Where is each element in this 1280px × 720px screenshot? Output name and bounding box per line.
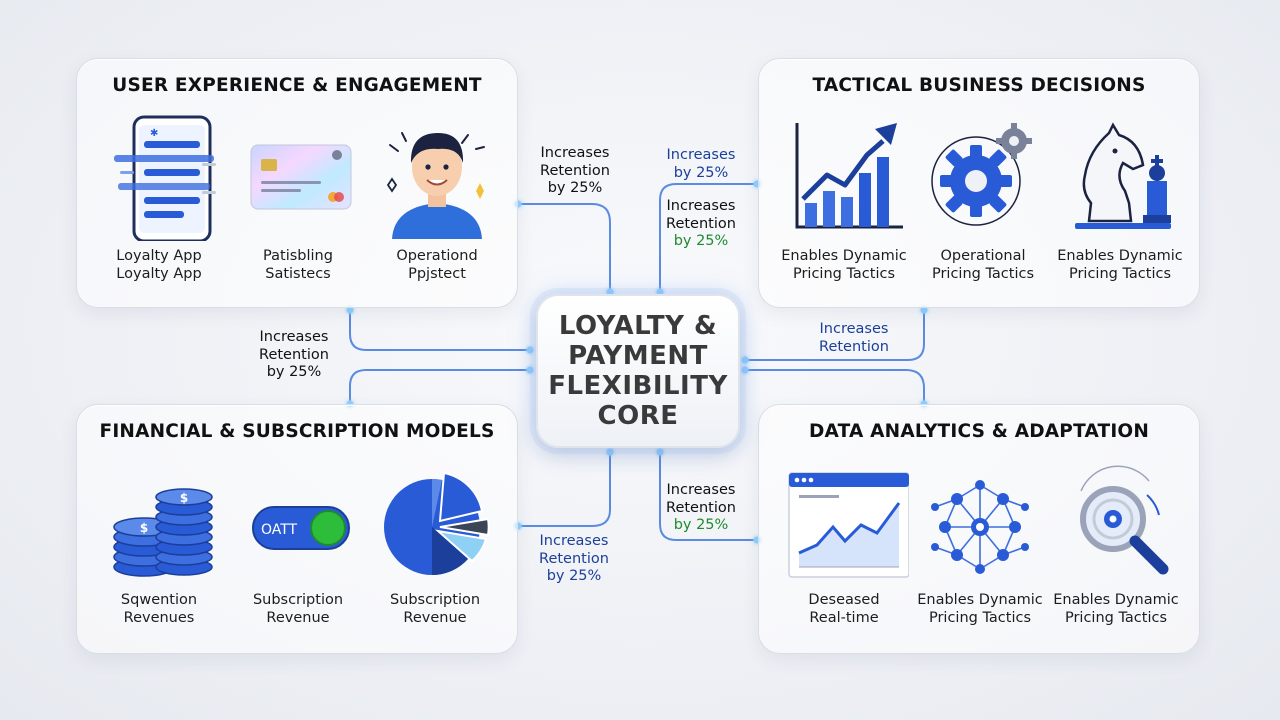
note-bottom-left: Increases Retention by 25%: [539, 533, 609, 584]
panel-tactical-decisions: TACTICAL BUSINESS DECISIONS Enables Dyna…: [758, 58, 1200, 308]
line-chart-window-icon: [788, 472, 909, 578]
connector-right-upper: [744, 309, 925, 361]
panel-title: FINANCIAL & SUBSCRIPTION MODELS: [99, 421, 495, 442]
item-label: Enables Dynamic Pricing Tactics: [1057, 248, 1183, 282]
svg-text:$: $: [180, 491, 188, 505]
panel-title: USER EXPERIENCE & ENGAGEMENT: [112, 75, 482, 96]
item-label: Loyalty App Loyalty App: [116, 248, 202, 282]
connector-fin-left: [349, 369, 531, 405]
item-gears: Operational Pricing Tactics: [913, 111, 1053, 283]
item-label: Operationd Ppjstect: [396, 248, 478, 282]
smartphone-app-icon: ✱: [114, 115, 216, 241]
item-label: Subscription Revenue: [389, 592, 481, 626]
note-mid-left: Increases Retention by 25%: [259, 329, 329, 380]
magnifier-icon: [1080, 465, 1169, 575]
item-label: Sqwention Revenues: [120, 592, 198, 626]
connector-fin-core: [517, 451, 611, 527]
svg-text:✱: ✱: [150, 128, 158, 139]
gears-icon: [931, 123, 1032, 226]
toggle-switch-icon: OATT: [252, 506, 350, 550]
item-label: Deseased Real-time: [808, 592, 880, 626]
panel-title: DATA ANALYTICS & ADAPTATION: [808, 421, 1150, 442]
item-magnifier: Enables Dynamic Pricing Tactics: [1046, 455, 1186, 627]
node-dot: [741, 356, 749, 364]
svg-text:$: $: [140, 521, 148, 535]
panel-title: TACTICAL BUSINESS DECISIONS: [812, 75, 1146, 96]
item-pie-chart: Subscription Revenue: [365, 455, 505, 627]
node-dot: [656, 288, 664, 296]
item-happy-user: Operationd Ppjstect: [367, 111, 507, 283]
connector-right-lower: [744, 369, 925, 405]
item-label: Patisbling Satistecs: [263, 248, 333, 282]
pie-chart-icon: [384, 471, 490, 576]
chess-pieces-icon: [1075, 122, 1171, 229]
connector-data-core: [659, 451, 758, 541]
panel-financial-models: FINANCIAL & SUBSCRIPTION MODELS: [76, 404, 518, 654]
core-line: FLEXIBILITY: [548, 371, 728, 401]
item-label: Enables Dynamic Pricing Tactics: [917, 592, 1043, 626]
node-dot: [606, 288, 614, 296]
node-dot: [741, 366, 749, 374]
network-nodes-icon: [931, 480, 1029, 574]
node-dot: [606, 448, 614, 456]
core-line: PAYMENT: [568, 341, 708, 371]
node-dot: [346, 306, 354, 314]
toggle-label: OATT: [261, 522, 298, 538]
note-top-left: Increases Retention by 25%: [540, 145, 610, 196]
panel-user-experience: USER EXPERIENCE & ENGAGEMENT ✱ Loyalty A…: [76, 58, 518, 308]
item-payment-card: Patisbling Satistecs: [228, 111, 368, 283]
connector-tactical-core: [659, 183, 758, 293]
item-loyalty-app: ✱ Loyalty App Loyalty App: [89, 111, 229, 283]
node-dot: [656, 448, 664, 456]
core-line: CORE: [597, 401, 679, 431]
item-label: Operational Pricing Tactics: [931, 248, 1035, 282]
item-label: Enables Dynamic Pricing Tactics: [1053, 592, 1179, 626]
note-top-right-a: Increases by 25%: [666, 147, 736, 181]
payment-card-icon: [250, 144, 352, 210]
node-dot: [526, 366, 534, 374]
coin-stacks-icon: $ $: [113, 488, 213, 577]
core-node: LOYALTY & PAYMENT FLEXIBILITY CORE: [536, 294, 740, 448]
connector-ux-core: [517, 203, 611, 293]
node-dot: [920, 306, 928, 314]
connector-ux-left: [349, 309, 531, 351]
item-label: Subscription Revenue: [252, 592, 344, 626]
growth-bar-chart-icon: [795, 123, 903, 229]
node-dot: [526, 346, 534, 354]
core-line: LOYALTY &: [558, 311, 718, 341]
item-line-chart-window: Deseased Real-time: [774, 455, 914, 627]
item-network: Enables Dynamic Pricing Tactics: [910, 455, 1050, 627]
happy-user-icon: [386, 132, 485, 239]
item-toggle: OATT Subscription Revenue: [228, 455, 368, 627]
item-chess: Enables Dynamic Pricing Tactics: [1050, 111, 1190, 283]
note-top-right-b: Increases Retention by 25%: [666, 198, 736, 249]
note-bottom-right: Increases Retention by 25%: [666, 482, 736, 533]
note-mid-right: Increases Retention: [819, 321, 889, 355]
item-coin-stacks: $ $ Sqwention Revenues: [89, 455, 229, 627]
panel-data-analytics: DATA ANALYTICS & ADAPTATION Deseased Rea…: [758, 404, 1200, 654]
item-label: Enables Dynamic Pricing Tactics: [781, 248, 907, 282]
item-growth-chart: Enables Dynamic Pricing Tactics: [774, 111, 914, 283]
